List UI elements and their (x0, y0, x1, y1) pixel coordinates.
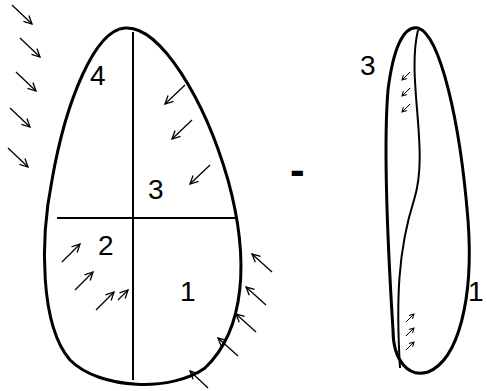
front-view (45, 28, 241, 385)
quadrant-number: 4 (90, 62, 106, 90)
side-number: 1 (468, 278, 484, 306)
minus-sign: - (290, 148, 305, 192)
pressure-arrows (8, 5, 272, 388)
quadrant-number: 3 (148, 176, 164, 204)
quadrant-number: 2 (98, 232, 114, 260)
quadrant-number: 1 (180, 278, 196, 306)
side-number: 3 (360, 52, 376, 80)
side-view (386, 28, 469, 373)
